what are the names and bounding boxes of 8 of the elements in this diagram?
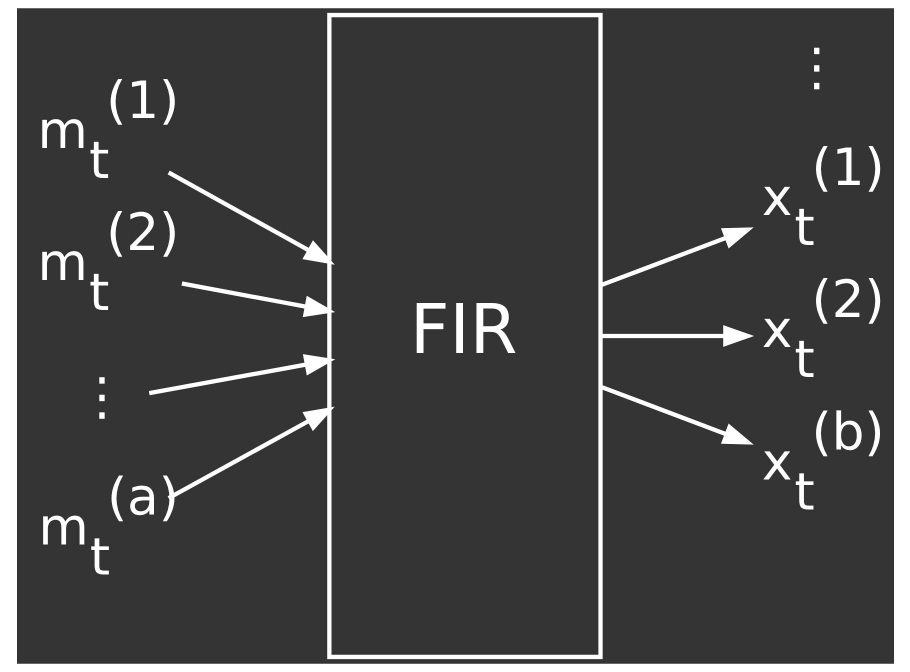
- arrow: [181, 281, 335, 318]
- arrow: [167, 170, 334, 265]
- arrow: [600, 325, 754, 347]
- arrow: [148, 354, 335, 396]
- arrow: [167, 406, 334, 500]
- node-text: ⋮: [76, 367, 128, 428]
- node-box: FIR: [326, 12, 602, 660]
- label: ⋮: [790, 38, 842, 98]
